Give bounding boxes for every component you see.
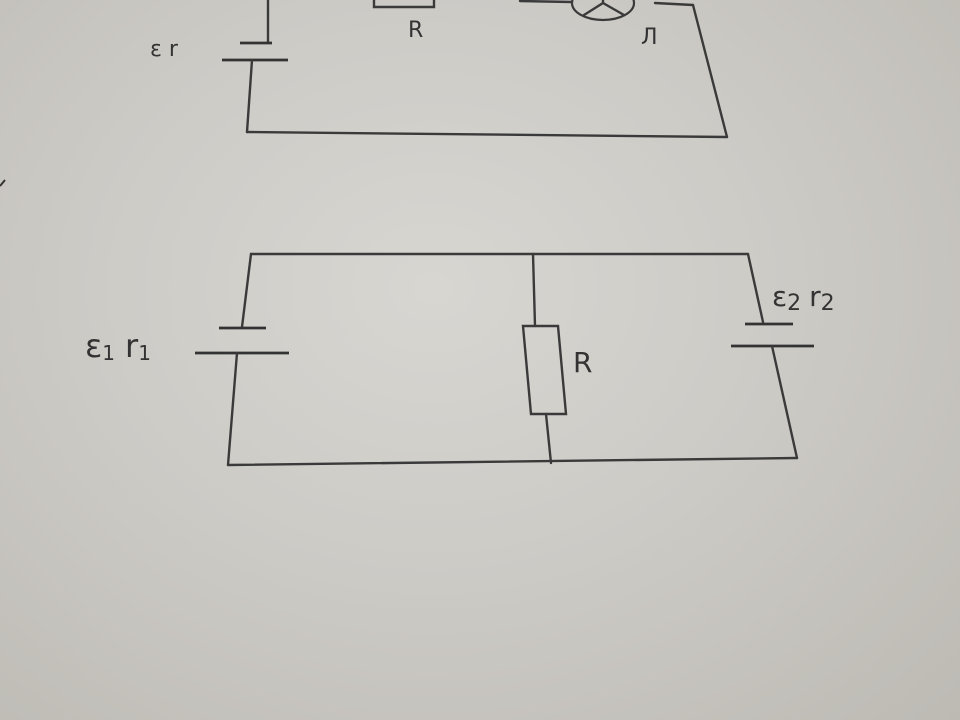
right-wire-upper [746,252,765,324]
left-wire-upper [240,252,253,329]
lamp-icon [570,0,636,22]
left-wire-lower [226,351,239,467]
top-source-label: ε r [150,37,179,62]
bottom-bottom-wire [226,456,799,467]
top-bottom-wire [245,130,729,139]
stray-mark [0,179,6,187]
top-lamp-label: Л [641,25,658,50]
resistor-label: R [573,346,592,379]
resistor-icon [521,324,568,416]
middle-wire-upper [531,252,537,328]
top-right-wire [691,3,729,139]
top-resistor [372,0,436,9]
right-wire-lower [770,344,799,460]
top-lamp-wire [518,0,574,4]
top-resistor-label: R [408,18,423,43]
middle-wire-lower [544,412,553,465]
top-right-top-wire [653,1,695,7]
top-circuit: ε r R Л [150,0,729,139]
top-left-wire-lower [245,58,254,134]
